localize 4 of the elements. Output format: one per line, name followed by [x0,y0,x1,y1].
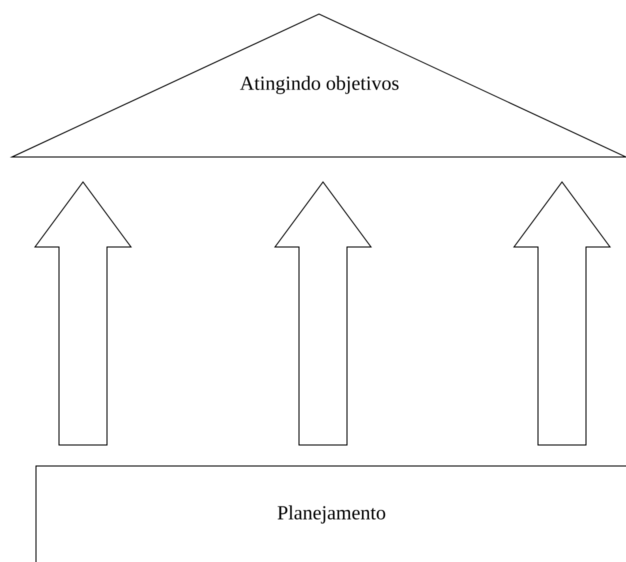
block-arrow [34,181,132,446]
block-arrow [274,181,372,446]
base-platform: Planejamento [36,466,626,562]
block-arrow [513,181,611,446]
